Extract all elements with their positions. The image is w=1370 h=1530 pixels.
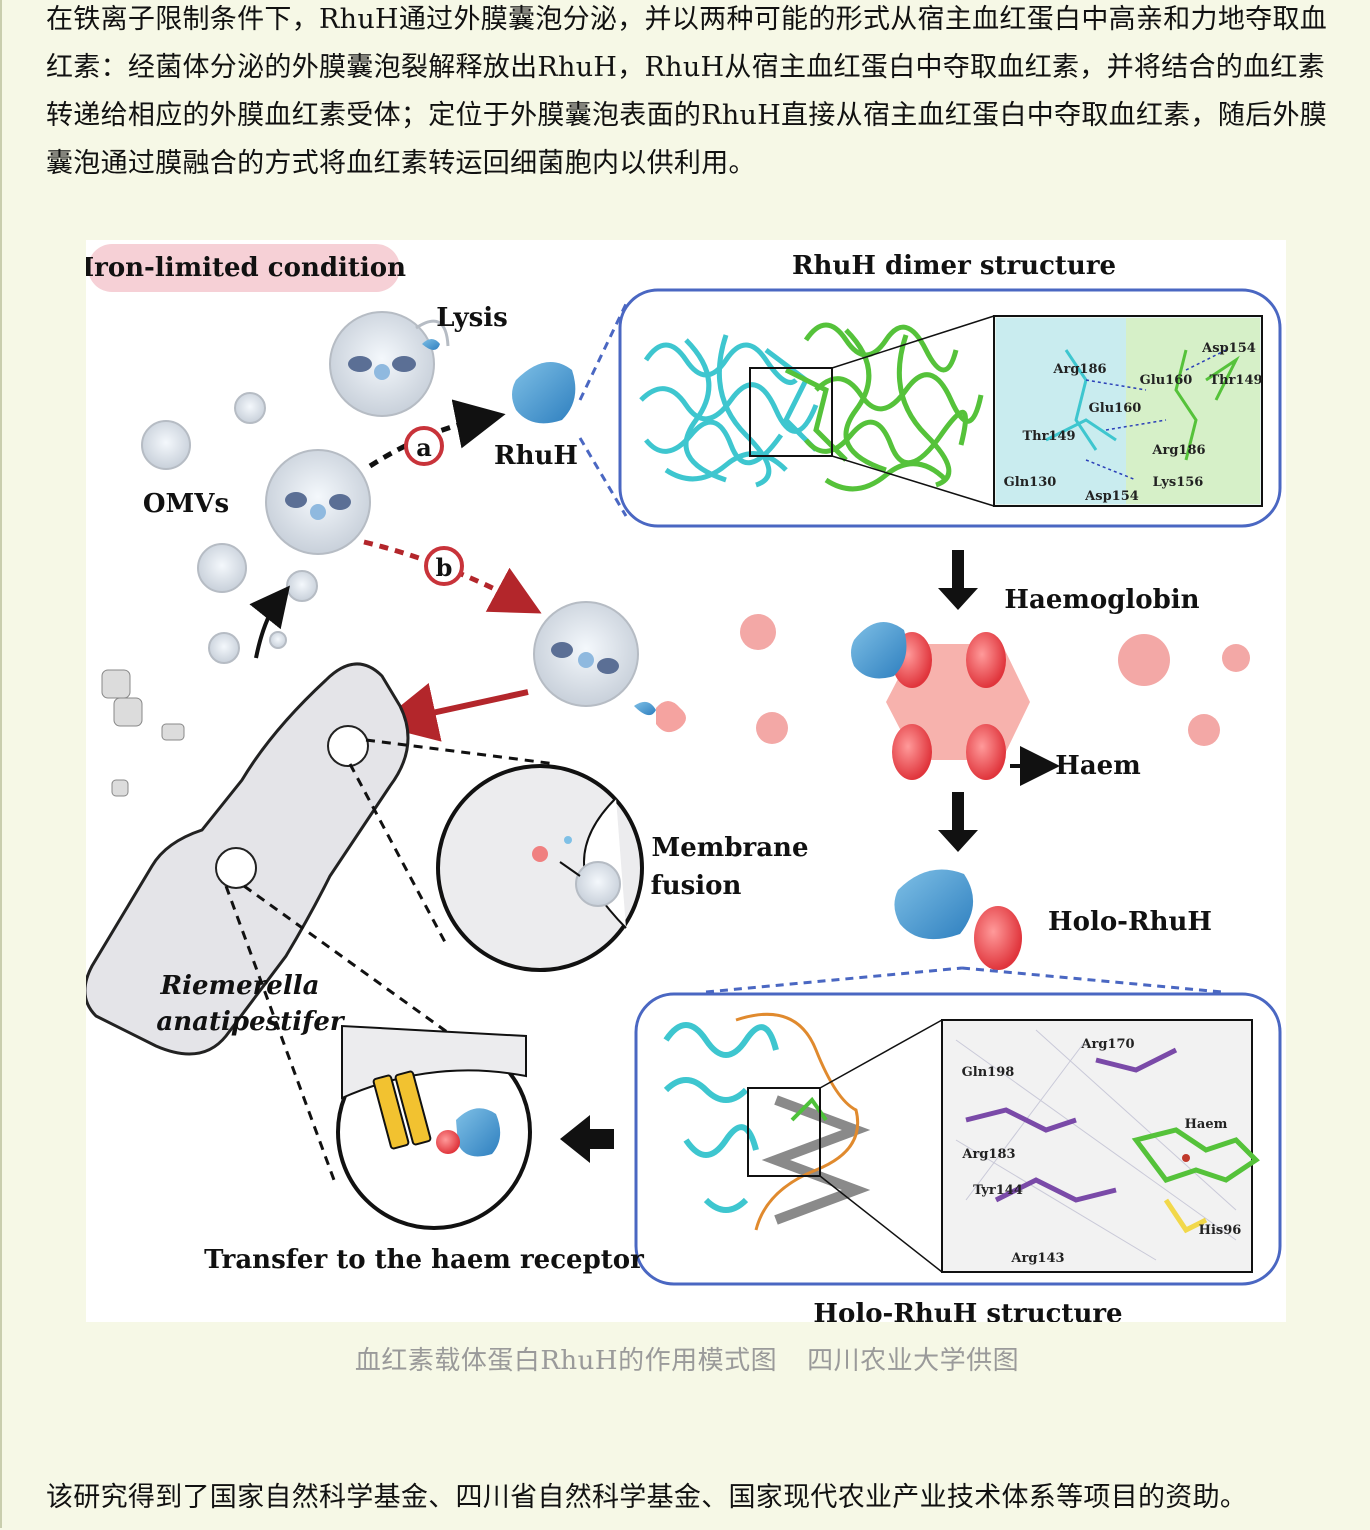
holo-inset: Arg170 Gln198 Haem Arg183 Tyr144 His96 A… — [941, 1019, 1260, 1273]
iron-limited-label: Iron-limited condition — [86, 253, 406, 283]
dimer-title: RhuH dimer structure — [792, 251, 1116, 281]
path-a-badge — [404, 426, 444, 466]
residue-label: Lys156 — [1153, 475, 1204, 490]
rhuh-protein — [512, 362, 576, 424]
dimer-protein-cyan — [639, 334, 819, 488]
return-arrow — [376, 682, 529, 742]
residue-label: Gln130 — [1004, 475, 1057, 490]
zoom-line — [578, 437, 628, 517]
left-arrow — [560, 1115, 614, 1163]
membrane-fusion-label-2: fusion — [651, 871, 742, 901]
caption-credit: 四川农业大学供图 — [807, 1346, 1020, 1376]
residue-label: Tyr144 — [973, 1183, 1023, 1198]
haem-receptor-circle — [336, 1024, 532, 1230]
funding-paragraph: 该研究得到了国家自然科学基金、四川省自然科学基金、国家现代农业产业技术体系等项目… — [46, 1482, 1248, 1513]
membrane-fusion-circle — [436, 764, 644, 972]
path-b-badge — [424, 546, 464, 586]
zoom-line — [705, 966, 963, 994]
residue-label: Arg186 — [1052, 362, 1106, 377]
down-arrow — [938, 792, 978, 852]
residue-label: Glu160 — [1089, 401, 1142, 416]
haem-label: Haem — [1055, 751, 1140, 781]
rhuh-label: RhuH — [494, 441, 578, 471]
zoom-line — [578, 303, 628, 401]
holo-structure-title: Holo-RhuH structure — [813, 1299, 1122, 1322]
residue-label: Glu160 — [1140, 373, 1193, 388]
holo-rhuh-label: Holo-RhuH — [1048, 907, 1212, 937]
zoom-line — [819, 1175, 943, 1273]
zoom-box — [747, 1087, 821, 1177]
residue-label: Asp154 — [1201, 341, 1256, 356]
bacterium-cell — [86, 585, 410, 1056]
holo-rhuh-protein — [894, 869, 1022, 970]
path-b-label: b — [436, 553, 453, 582]
central-omv — [265, 449, 371, 555]
transfer-label: Transfer to the haem receptor — [204, 1245, 644, 1275]
figure-illustration: Iron-limited condition RhuH dimer struct… — [86, 244, 1282, 1322]
residue-label: Arg186 — [1151, 443, 1205, 458]
species-label-1: Riemerella — [160, 971, 320, 1001]
haemoglobin-label: Haemoglobin — [1004, 585, 1199, 615]
omvs-label: OMVs — [143, 489, 229, 519]
mechanism-figure: Iron-limited condition RhuH dimer struct… — [86, 240, 1286, 1322]
down-arrow — [938, 550, 978, 610]
haemoglobin-small — [740, 614, 1250, 746]
lysing-omv — [329, 311, 450, 417]
dimer-inset: Asp154 Arg186 Glu160 Thr149 Glu160 Thr14… — [993, 315, 1263, 507]
residue-label: Arg183 — [961, 1147, 1015, 1162]
haemoglobin-big — [851, 622, 1030, 780]
residue-label: Arg143 — [1010, 1251, 1064, 1266]
membrane-fusion-label-1: Membrane — [651, 833, 808, 863]
zoom-line — [224, 885, 336, 1181]
zoom-line — [348, 763, 448, 945]
residue-label: Thr149 — [1209, 373, 1262, 388]
residue-label: Asp154 — [1084, 489, 1139, 504]
lysis-label: Lysis — [436, 303, 508, 333]
residue-label: Thr149 — [1022, 429, 1075, 444]
residue-label: Haem — [1185, 1117, 1228, 1132]
zoom-line — [819, 1019, 943, 1089]
caption-text: 血红素载体蛋白RhuH的作用模式图 — [354, 1346, 778, 1376]
figure-caption: 血红素载体蛋白RhuH的作用模式图四川农业大学供图 — [2, 1340, 1370, 1377]
species-label-2: anatipestifer — [156, 1007, 345, 1037]
omv-with-rhuh — [533, 601, 686, 733]
residue-label: His96 — [1199, 1223, 1242, 1238]
iron-label-pill — [88, 244, 400, 292]
zoom-line — [961, 966, 1223, 994]
zoom-line — [831, 455, 995, 507]
small-omvs — [141, 392, 318, 664]
residue-label: Gln198 — [962, 1065, 1015, 1080]
zoom-line — [831, 315, 995, 369]
holo-protein-ribbon — [663, 1012, 871, 1231]
zoom-box — [749, 367, 833, 457]
residue-label: Arg170 — [1080, 1037, 1134, 1052]
path-a-label: a — [416, 433, 432, 462]
article-paragraph: 在铁离子限制条件下，RhuH通过外膜囊泡分泌，并以两种可能的形式从宿主血红蛋白中… — [46, 4, 1328, 179]
